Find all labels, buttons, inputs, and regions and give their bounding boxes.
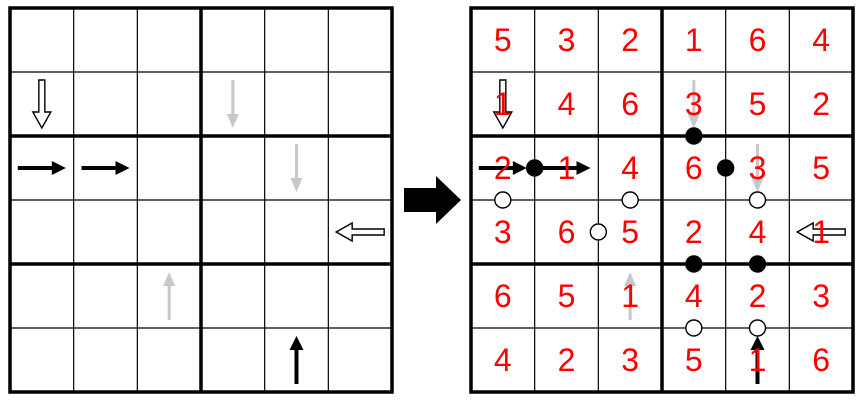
solution-digit: 6 xyxy=(621,86,639,122)
solution-digit: 6 xyxy=(749,22,767,58)
solution-digit: 4 xyxy=(621,150,639,186)
solution-digit: 1 xyxy=(685,22,703,58)
solution-digit: 5 xyxy=(494,22,512,58)
black-dot xyxy=(748,255,767,273)
solution-digit: 3 xyxy=(749,150,767,186)
white-dot xyxy=(494,191,512,209)
solution-digit: 1 xyxy=(812,214,830,250)
solution-digit: 1 xyxy=(621,278,639,314)
solution-digit: 5 xyxy=(812,150,830,186)
arrow-down-icon xyxy=(31,79,53,130)
arrow-down-icon xyxy=(492,79,514,130)
white-dot xyxy=(748,191,767,209)
solution-digit: 3 xyxy=(621,342,639,378)
arrow-left-icon xyxy=(795,221,846,243)
solution-digit: 5 xyxy=(558,278,576,314)
arrow-up-icon xyxy=(624,272,637,320)
solution-digit: 5 xyxy=(749,86,767,122)
solution-digit: 2 xyxy=(621,22,639,58)
solution-digit: 6 xyxy=(685,150,703,186)
solution-digit: 6 xyxy=(558,214,576,250)
white-dot xyxy=(685,319,703,337)
white-dot xyxy=(589,223,608,241)
solution-digit: 2 xyxy=(685,214,703,250)
arrow-right-icon xyxy=(81,161,130,175)
solution-digit: 6 xyxy=(812,342,830,378)
solution-digit: 3 xyxy=(558,22,576,58)
arrow-left-icon xyxy=(334,221,385,243)
solution-digit: 2 xyxy=(749,278,767,314)
solution-digit: 1 xyxy=(558,150,576,186)
black-dot xyxy=(685,255,703,273)
arrow-right-icon xyxy=(478,161,527,175)
solution-digit: 1 xyxy=(494,86,512,122)
black-dot xyxy=(525,159,544,177)
solution-digit: 4 xyxy=(812,22,830,58)
solution-digit: 5 xyxy=(685,342,703,378)
solution-digit: 1 xyxy=(749,342,767,378)
white-dot xyxy=(748,319,767,337)
arrow-down-icon xyxy=(751,144,764,192)
solution-digit: 4 xyxy=(558,86,576,122)
solution-digit: 2 xyxy=(558,342,576,378)
arrow-down-icon xyxy=(687,80,700,128)
solution-digit: 2 xyxy=(812,86,830,122)
black-dot xyxy=(716,159,735,177)
puzzle-border xyxy=(8,6,394,394)
solution-digit: 4 xyxy=(494,342,512,378)
arrow-down-icon xyxy=(226,80,239,128)
puzzle-board xyxy=(8,6,394,394)
solution-digit: 6 xyxy=(494,278,512,314)
solution-digit: 3 xyxy=(494,214,512,250)
solution-digit: 3 xyxy=(685,86,703,122)
arrow-down-icon xyxy=(290,144,303,192)
white-dot xyxy=(621,191,639,209)
black-dot xyxy=(685,127,703,145)
arrow-up-icon xyxy=(163,272,176,320)
right-arrow-icon xyxy=(404,176,461,224)
solution-digit: 5 xyxy=(621,214,639,250)
arrow-right-icon xyxy=(542,161,591,175)
solution-board: 5 3 2 1 6 4 1 4 6 3 5 2 2 1 4 6 3 5 3 6 5 2 4 1 6 5 1 4 2 3 4 2 3 5 1 6 xyxy=(469,6,855,394)
arrow-up-icon xyxy=(750,336,765,384)
solution-digit: 4 xyxy=(685,278,703,314)
solution-digit: 2 xyxy=(494,150,512,186)
arrow-right-icon xyxy=(17,161,66,175)
solution-digit: 3 xyxy=(812,278,830,314)
solution-digit: 4 xyxy=(749,214,767,250)
arrow-up-icon xyxy=(289,336,304,384)
solution-border xyxy=(469,6,855,394)
